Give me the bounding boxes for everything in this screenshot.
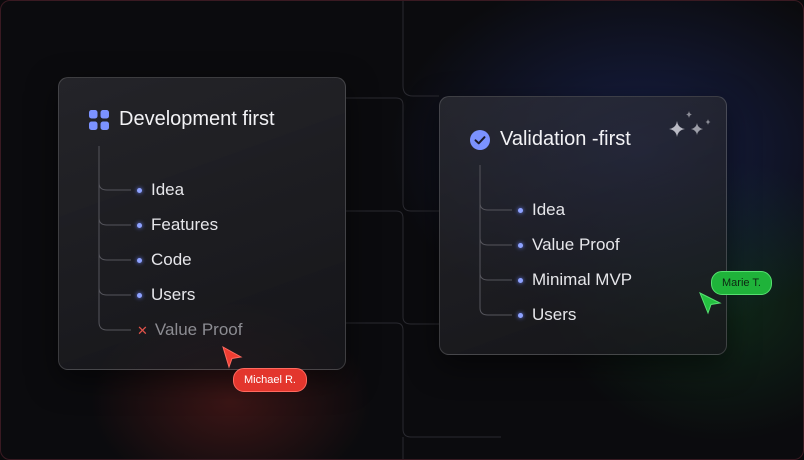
bullet-dot-icon [137, 257, 142, 263]
list-item: Minimal MVP [518, 270, 632, 290]
collaborator-name-tag-michael: Michael R. [233, 368, 307, 392]
cursor-pointer-icon [699, 291, 722, 315]
collaborator-name-tag-marie: Marie T. [711, 271, 772, 295]
tree-branch-lines [479, 165, 512, 316]
validation-first-title: Validation -first [470, 128, 631, 151]
bullet-dot-icon [518, 277, 523, 283]
sparkle-icon [669, 111, 711, 137]
list-item: Code [137, 250, 192, 270]
grid-icon [89, 109, 109, 130]
list-item: Idea [137, 180, 184, 200]
check-circle-icon [470, 129, 490, 150]
bullet-dot-icon [518, 242, 523, 248]
card-title-text: Validation -first [500, 128, 631, 150]
validation-first-card: Validation -first Idea Value Proof [439, 96, 727, 355]
list-item-failed: ✕ Value Proof [137, 320, 243, 339]
bullet-dot-icon [137, 292, 142, 298]
card-title-text: Development first [119, 108, 275, 130]
list-item: Users [518, 305, 576, 325]
bullet-dot-icon [137, 222, 142, 228]
list-item: Users [137, 285, 195, 305]
development-first-card: Development first Idea Features [58, 77, 346, 370]
bullet-dot-icon [518, 312, 523, 318]
bullet-dot-icon [137, 187, 142, 193]
bullet-dot-icon [518, 207, 523, 213]
cursor-pointer-icon [222, 345, 243, 369]
development-first-title: Development first [89, 108, 275, 131]
tree-branch-lines [98, 146, 131, 331]
list-item: Idea [518, 200, 565, 220]
list-item: Value Proof [518, 235, 620, 255]
x-mark-icon: ✕ [137, 322, 148, 338]
list-item: Features [137, 215, 218, 235]
